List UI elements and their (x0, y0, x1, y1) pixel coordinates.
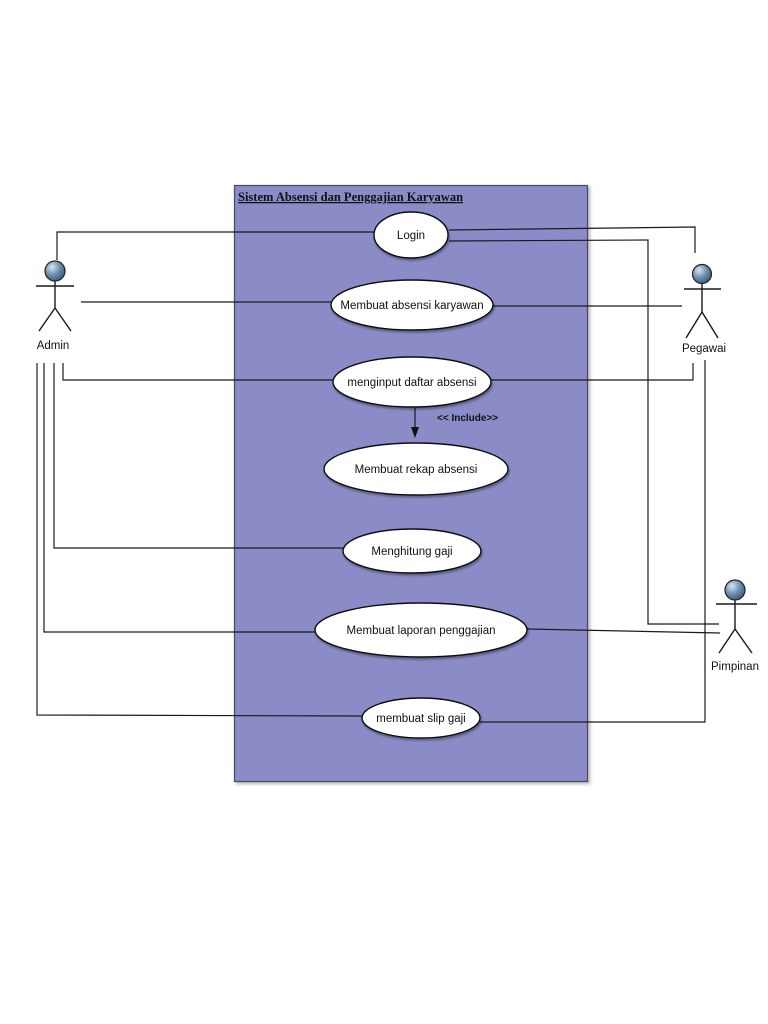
actor-pimpinan: Pimpinan (711, 579, 759, 673)
include-arrowhead-icon (411, 427, 419, 438)
actor-leg-left (685, 311, 703, 339)
usecase-membuat-laporan-penggajian: Membuat laporan penggajian (314, 602, 528, 658)
association-pegawai-menginput-daftar (491, 363, 694, 381)
usecase-label: Menghitung gaji (371, 546, 452, 558)
actor-leg-left (38, 307, 56, 332)
actor-head-icon (724, 579, 746, 601)
association-pegawai-slip-gaji (480, 360, 706, 723)
usecase-ellipse (323, 442, 509, 496)
usecase-label: menginput daftar absensi (347, 377, 476, 389)
usecase-label: membuat slip gaji (376, 713, 465, 725)
actor-label: Pimpinan (711, 661, 759, 673)
association-pimpinan-laporan (526, 628, 721, 634)
usecase-login: Login (373, 211, 449, 259)
actor-leg-right (54, 307, 72, 332)
association-pegawai-login (448, 226, 696, 253)
actor-label: Admin (37, 340, 70, 352)
association-pimpinan-login (448, 239, 719, 625)
actor-admin: Admin (36, 260, 74, 352)
usecase-menghitung-gaji: Menghitung gaji (342, 528, 482, 574)
usecase-label: Membuat absensi karyawan (340, 300, 483, 312)
actor-leg-right (701, 311, 719, 339)
usecase-membuat-absensi-karyawan: Membuat absensi karyawan (330, 279, 494, 331)
usecase-ellipse (314, 602, 528, 658)
include-label: << Include>> (437, 413, 498, 424)
usecase-ellipse (361, 697, 481, 739)
actor-leg-right (734, 628, 753, 654)
usecase-membuat-slip-gaji: membuat slip gaji (361, 697, 481, 739)
actor-leg-left (718, 628, 736, 654)
actor-pegawai: Pegawai (682, 263, 726, 355)
actor-label: Pegawai (682, 343, 726, 355)
association-admin-slip-gaji (36, 363, 363, 717)
usecase-ellipse (332, 356, 492, 408)
actor-head-icon (44, 260, 66, 282)
actor-head-icon (691, 263, 713, 285)
system-boundary-title: Sistem Absensi dan Penggajian Karyawan (238, 190, 463, 204)
usecase-ellipse (330, 279, 494, 331)
association-admin-login (56, 231, 375, 260)
usecase-ellipse (373, 211, 449, 259)
usecase-label: Membuat rekap absensi (355, 464, 478, 476)
association-admin-laporan (43, 363, 315, 633)
usecase-menginput-daftar-absensi: menginput daftar absensi (332, 356, 492, 408)
association-admin-menginput-daftar (62, 363, 333, 381)
usecase-label: Membuat laporan penggajian (347, 625, 496, 637)
association-admin-menghitung-gaji (53, 363, 343, 549)
include-relationship: << Include>> (411, 408, 498, 438)
usecase-ellipse (342, 528, 482, 574)
usecase-membuat-rekap-absensi: Membuat rekap absensi (323, 442, 509, 496)
usecase-label: Login (397, 230, 425, 242)
associations (36, 226, 721, 723)
